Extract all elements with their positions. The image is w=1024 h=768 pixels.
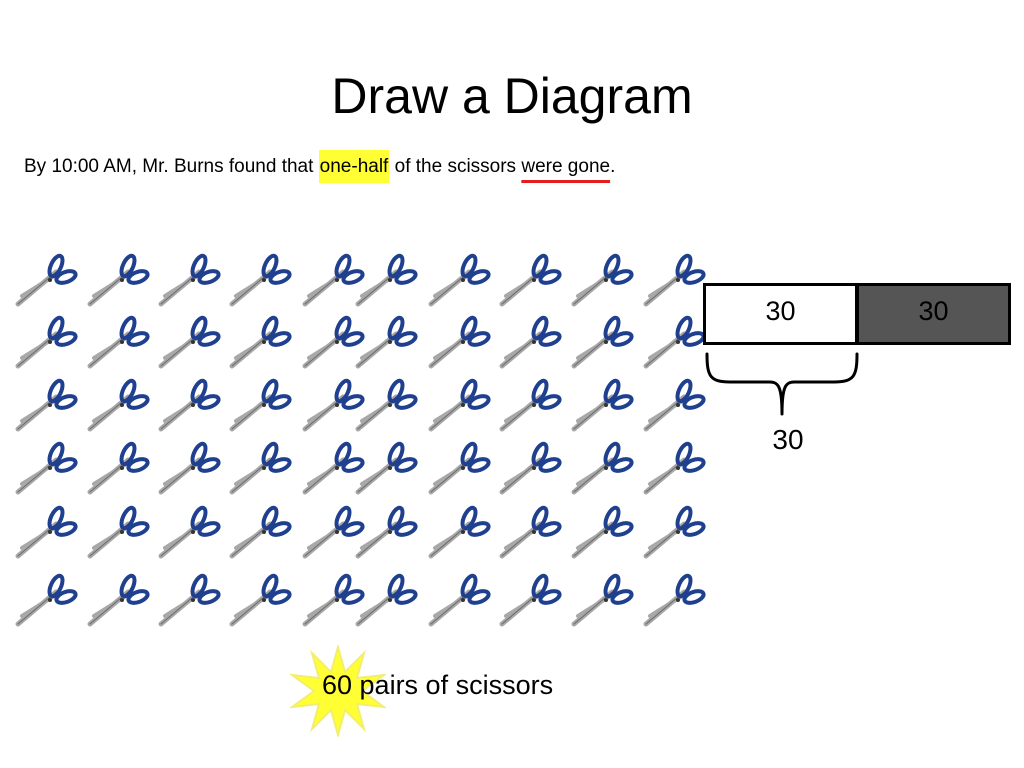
scissors-icon [82,570,150,632]
scissors-icon [82,502,150,564]
tape-segment-label: 30 [918,295,949,326]
scissors-icon [638,570,706,632]
scissors-icon [423,570,491,632]
scissors-icon [350,375,418,437]
scissors-icon [494,502,562,564]
scissors-icon [82,375,150,437]
problem-text-start: By 10:00 AM, Mr. Burns found that [24,156,319,177]
scissors-icon [566,250,634,312]
scissors-icon [10,502,78,564]
scissors-icon [297,312,365,374]
scissors-icon [638,250,706,312]
tape-segment-label: 30 [765,295,796,326]
scissors-icon [82,438,150,500]
scissors-icon [10,570,78,632]
scissors-icon [10,438,78,500]
scissors-icon [153,312,221,374]
starburst-shape [290,645,386,737]
scissors-icon [494,570,562,632]
scissors-icon [153,250,221,312]
tape-segment-gone: 30 [857,283,1011,345]
scissors-icon [297,375,365,437]
highlighted-fraction: one-half [318,150,390,183]
tape-segment-remaining: 30 [703,283,857,345]
scissors-icon [224,502,292,564]
scissors-icon [297,502,365,564]
problem-statement: By 10:00 AM, Mr. Burns found that one-ha… [24,150,616,183]
scissors-icon [153,502,221,564]
scissors-icon [224,312,292,374]
scissors-icon [494,250,562,312]
scissors-icon [423,502,491,564]
scissors-icon [350,502,418,564]
scissors-icon [638,375,706,437]
total-label: 60 pairs of scissors [322,670,554,700]
scissors-icon [224,570,292,632]
scissors-icon [153,570,221,632]
scissors-icon [566,312,634,374]
brace-label: 30 [772,424,804,455]
scissors-icon [494,312,562,374]
scissors-icon [82,250,150,312]
scissors-icon [638,502,706,564]
scissors-icon [566,375,634,437]
scissors-icon [153,438,221,500]
scissors-icon [566,438,634,500]
scissors-icon [224,375,292,437]
scissors-icon [350,312,418,374]
scissors-icon [423,375,491,437]
tape-diagram: 30 30 [703,283,1011,345]
scissors-icon [153,375,221,437]
scissors-icon [350,570,418,632]
scissors-icon [350,250,418,312]
slide-title: Draw a Diagram [331,68,693,124]
scissors-icon [494,375,562,437]
scissors-icon [423,312,491,374]
scissors-icon [10,375,78,437]
scissors-icon [297,570,365,632]
scissors-icon [638,438,706,500]
scissors-icon [566,570,634,632]
scissors-icon [423,438,491,500]
scissors-icon [224,250,292,312]
scissors-icon [224,438,292,500]
scissors-icon [638,312,706,374]
curly-brace [705,352,859,416]
scissors-icon [82,312,150,374]
underlined-phrase: were gone [521,156,611,177]
scissors-icon [297,250,365,312]
problem-text-end: . [610,156,616,177]
scissors-icon [566,502,634,564]
scissors-icon [297,438,365,500]
scissors-icon [10,250,78,312]
scissors-icon [494,438,562,500]
problem-text-middle: of the scissors [389,156,522,177]
scissors-icon [10,312,78,374]
scissors-icon [350,438,418,500]
scissors-icon [423,250,491,312]
